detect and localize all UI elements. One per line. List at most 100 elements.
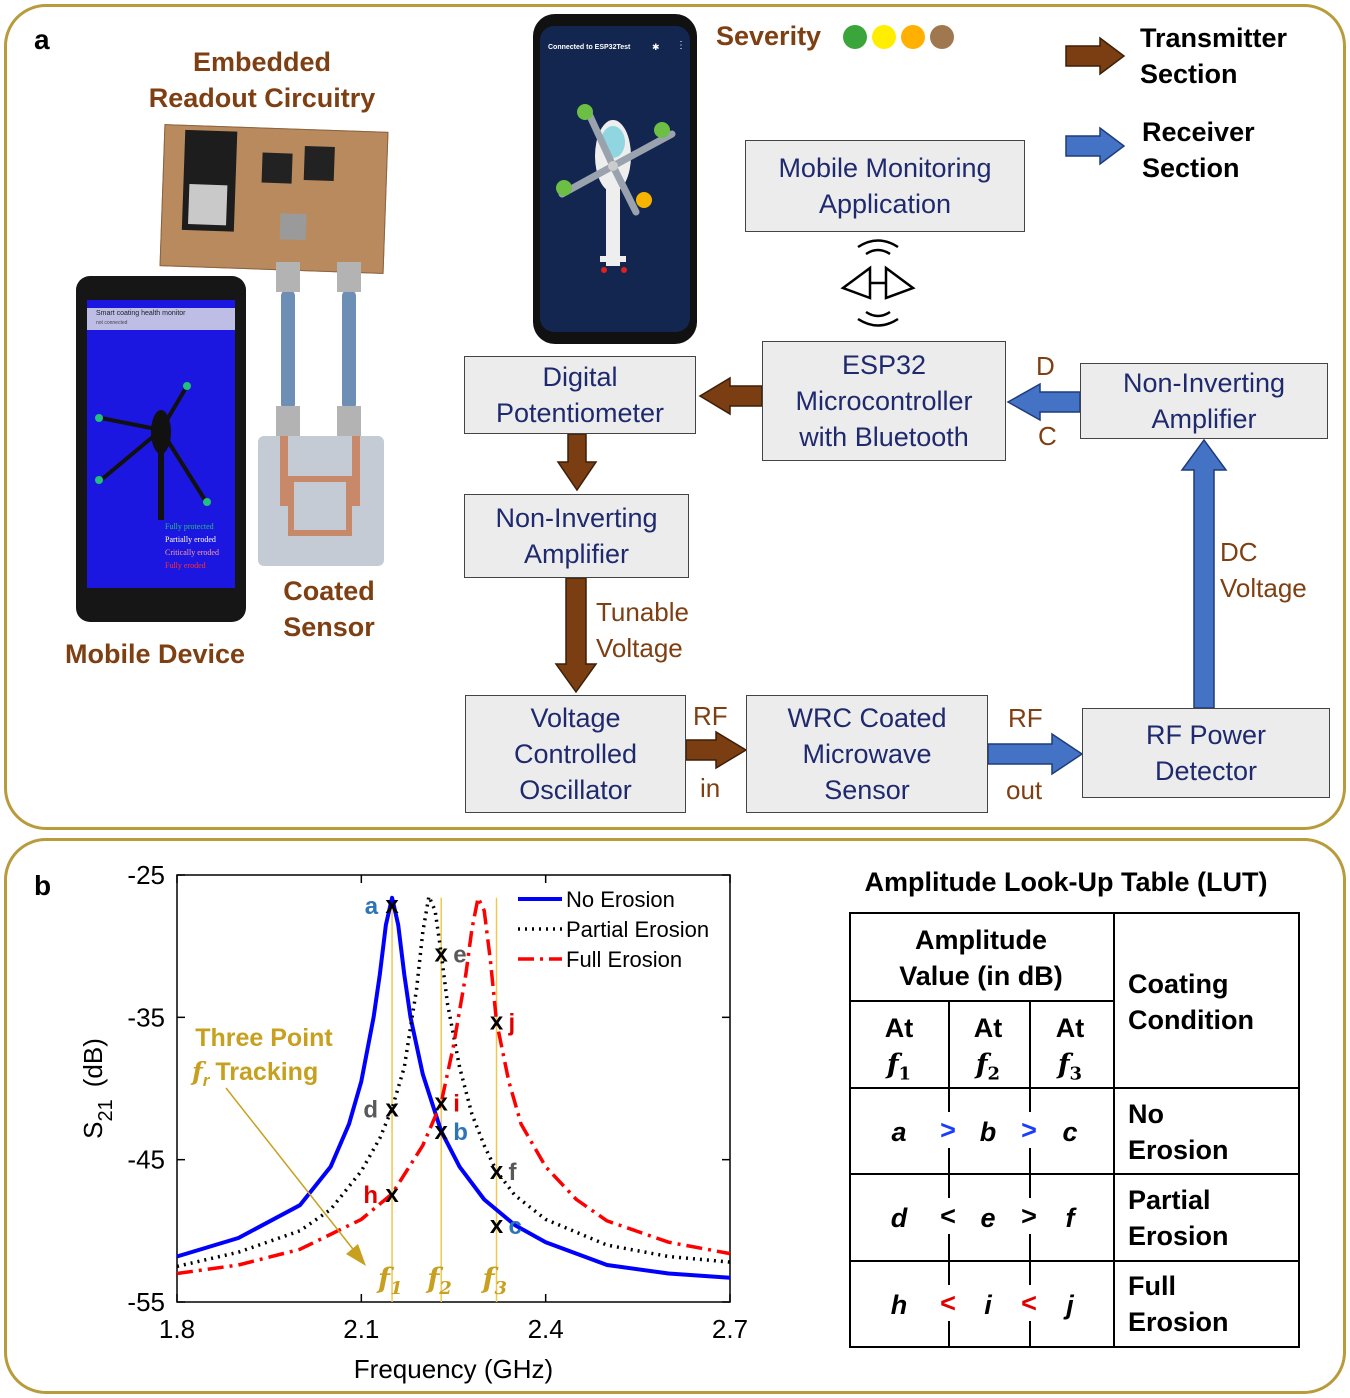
status-legend-item: Critically eroded [165,548,219,557]
legend-label: Full Erosion [566,947,682,972]
lut-condition: No Erosion [1128,1099,1229,1165]
lut-cell: a [891,1117,907,1147]
bluetooth-icon: ✱ [652,42,660,52]
lut-at-label: At [973,1013,1003,1043]
lut-divider [851,1000,1113,1002]
status-legend-item: Fully eroded [165,561,206,570]
point-marker: x [385,1095,399,1122]
app-header-status: not connected [96,320,128,326]
lut-divider [851,1260,1298,1262]
lut-at-f1: At f1 [851,1010,947,1092]
lut-operator: < [938,1285,958,1321]
lut-f-sub: 3 [1069,1063,1083,1085]
point-marker: x [490,1158,504,1185]
severity-dot-yellow [872,25,896,49]
lut-divider [851,1087,1298,1089]
annotation-three-point: Three Point [195,1024,333,1052]
point-label: i [453,1091,460,1118]
lut-cell: e [980,1203,996,1233]
sensor-feedline [352,436,360,506]
sma-connector [337,406,361,438]
lut-f-symbol: f [975,1049,988,1080]
point-marker: x [490,1212,504,1239]
point-marker: x [435,1090,449,1117]
lut-cell: i [984,1290,992,1320]
annotation-arrow-head [346,1244,366,1266]
lut-cell: b [979,1117,997,1147]
status-legend-item: Partially eroded [165,535,216,544]
lut-operator: > [1019,1112,1039,1148]
amp-to-esp32-arrow [1006,382,1081,422]
lut-amplitude-header: Amplitude Value (in dB) [899,925,1063,991]
lut-operator: < [1019,1285,1039,1321]
sensor-to-detector-arrow [987,732,1084,776]
severity-dot-green [843,25,867,49]
mobile-monitoring-app-block: Mobile Monitoring Application [745,140,1025,232]
sma-connector [276,262,300,292]
lut-cell: c [1062,1117,1078,1147]
sensor-copper-pattern [288,476,352,536]
transmitter-legend-arrow [1065,36,1126,76]
lut-f-symbol: f [886,1049,899,1080]
rf-power-detector-block: RF Power Detector [1082,708,1330,798]
app-header [87,308,235,330]
coax-cable [281,290,295,410]
point-label: d [363,1096,378,1123]
lut-operator: > [1019,1198,1039,1234]
panel-a-arrows [554,36,1228,776]
rf-out-label-top: RF [1008,703,1043,733]
sma-connector [337,262,361,292]
esp32-to-pot-arrow [698,376,763,416]
point-label: j [508,1010,516,1037]
lut-cell: f [1065,1203,1075,1233]
vco-block: Voltage Controlled Oscillator [465,695,686,813]
coated-sensor-label: Coated Sensor [283,576,375,642]
point-label: f [509,1159,518,1186]
series-line-no-erosion [176,895,731,1280]
frequency-marker-label: f1 [376,1262,403,1299]
point-label: c [509,1213,522,1240]
panel-b [4,838,1346,1394]
helicopter-graphic [556,104,676,273]
sensor-feedline [280,436,288,506]
coax-cable [342,290,356,410]
lut-f-symbol: f [1057,1049,1070,1080]
signal-label-d: D [1036,351,1055,381]
rf-in-label-bottom: in [700,773,721,803]
point-marker: x [385,892,399,919]
lut-at-label: At [1055,1013,1085,1043]
frequency-marker-label: f2 [425,1262,452,1299]
non-inverting-amp-rx-block: Non-Inverting Amplifier [1080,363,1328,439]
panel-b-label: b [34,870,52,901]
point-marker: x [385,1181,399,1208]
receiver-legend-arrow [1065,126,1126,166]
severity-label: Severity [716,21,822,51]
lut-condition-header: Coating Condition [1128,969,1254,1035]
severity-dot-orange [901,25,925,49]
antenna-icon [840,239,916,327]
lut-table [849,912,1300,1348]
point-label: h [363,1182,378,1209]
lut-f-sub: 1 [898,1063,912,1085]
pot-to-amp-arrow [556,433,598,492]
transmitter-legend-label: Transmitter Section [1140,23,1288,89]
menu-icon[interactable]: ⋮ [676,40,686,51]
lut-at-label: At [884,1013,914,1043]
point-label: e [453,941,466,968]
plot-area [176,874,731,1303]
wrc-sensor-block: WRC Coated Microwave Sensor [746,695,988,813]
mobile-device-photo: Smart coating health monitor not connect… [76,276,246,622]
lut-cell: d [890,1203,908,1233]
lut-condition: Full Erosion [1128,1271,1229,1337]
mobile-device-label: Mobile Device [64,639,246,669]
legend-label: Partial Erosion [566,917,709,942]
phone-screen: Smart coating health monitor not connect… [87,300,235,588]
point-marker: x [490,1009,504,1036]
x-axis-label: Frequency (GHz) [354,1354,553,1384]
sma-connector [276,406,300,438]
frequency-marker-label: f3 [481,1262,508,1299]
esp32-block: ESP32 Microcontroller with Bluetooth [762,341,1006,461]
dc-voltage-label: DC Voltage [1220,537,1307,603]
